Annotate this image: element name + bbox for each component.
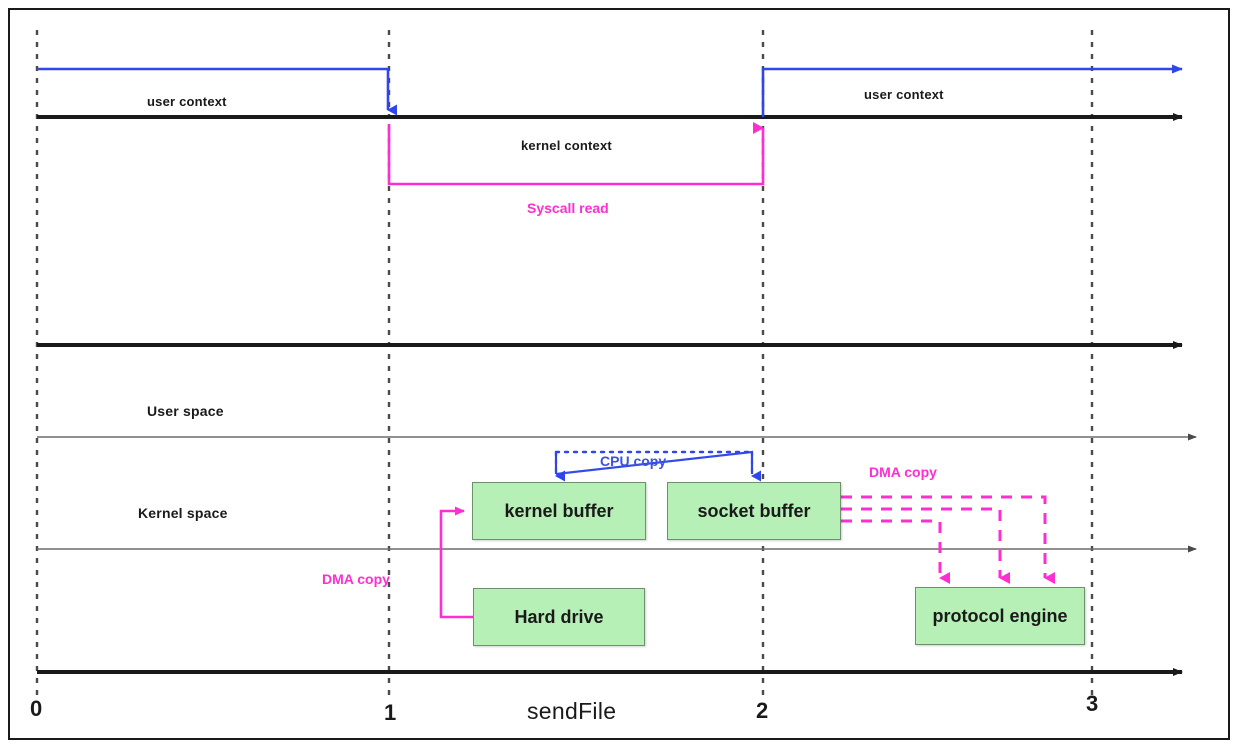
box-protocol-engine[interactable]: protocol engine: [915, 587, 1085, 645]
axis-tick-2: 2: [756, 698, 769, 723]
dma-copy-disk-path: [439, 506, 473, 619]
box-socket-buffer[interactable]: socket buffer: [667, 482, 841, 540]
box-hard-drive[interactable]: Hard drive: [473, 588, 645, 646]
box-kernel-buffer[interactable]: kernel buffer: [472, 482, 646, 540]
box-hard-drive-label: Hard drive: [514, 606, 604, 627]
box-socket-buffer-label: socket buffer: [697, 500, 811, 521]
diagram-title: sendFile: [527, 698, 617, 724]
label-user-context-left: user context: [147, 94, 227, 109]
axis-tick-0: 0: [30, 696, 43, 721]
cpu-copy-arrows: [554, 450, 761, 482]
label-kernel-space: Kernel space: [138, 505, 228, 521]
user-context-line-right: [761, 64, 1183, 117]
box-kernel-buffer-label: kernel buffer: [504, 500, 614, 521]
label-dma-copy-right: DMA copy: [869, 464, 937, 480]
label-cpu-copy: CPU copy: [600, 453, 667, 469]
label-kernel-context: kernel context: [521, 138, 612, 153]
label-user-space: User space: [147, 403, 224, 419]
axis-tick-3: 3: [1086, 691, 1099, 716]
label-user-context-right: user context: [864, 87, 944, 102]
dma-copy-engine-paths: [841, 495, 1055, 584]
axis-tick-1: 1: [384, 700, 397, 725]
syscall-read-line: [387, 122, 765, 186]
label-syscall-read: Syscall read: [527, 200, 609, 216]
user-context-line-left: [37, 67, 397, 116]
label-dma-copy-left: DMA copy: [322, 571, 390, 587]
box-protocol-engine-label: protocol engine: [932, 605, 1068, 626]
